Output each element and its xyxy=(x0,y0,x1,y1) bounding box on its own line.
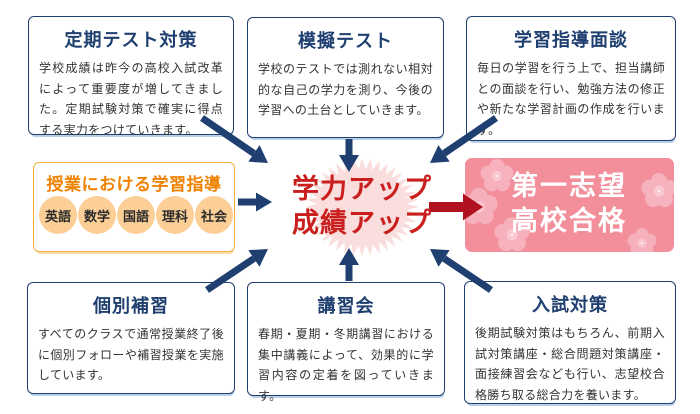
topic-title: 講習会 xyxy=(317,296,375,316)
center-line1: 学力アップ xyxy=(292,174,432,205)
class-guidance-box: 授業における学習指導 英語 数学 国語 理科 社会 xyxy=(33,162,235,252)
goal-line1: 第一志望 xyxy=(511,171,627,202)
center-result-text: 学力アップ 成績アップ xyxy=(262,173,462,241)
topic-title: 入試対策 xyxy=(532,295,608,315)
topic-title: 定期テスト対策 xyxy=(64,30,198,50)
topic-body: 毎日の学習を行う上で、担当講師との面談を行い、勉強方法の修正や新たな学習計画の作… xyxy=(477,61,665,137)
arrow-head xyxy=(430,145,450,163)
topic-body: 学校のテストでは測れない相対的な自己の学力を測り、今後の学習への土台としていきま… xyxy=(258,62,433,118)
topic-title: 模擬テスト xyxy=(298,31,393,51)
subject-badge: 英語 xyxy=(39,196,77,234)
topic-body: 学校成績は昨今の高校入試改革によって重要度が増してきました。定期試験対策で確実に… xyxy=(39,61,223,137)
sakura-icon xyxy=(480,159,514,192)
topic-box-exam-prep: 入試対策 後期試験対策はもちろん、前期入試対策講座・総合問題対策講座・面接練習会… xyxy=(464,281,676,404)
topic-body: 後期試験対策はもちろん、前期入試対策講座・総合問題対策講座・面接練習会なども行い… xyxy=(475,326,665,402)
sakura-icon xyxy=(494,216,530,252)
center-line2: 成績アップ xyxy=(292,208,432,239)
topic-box-mock-test: 模擬テスト 学校のテストでは測れない相対的な自己の学力を測り、今後の学習への土台… xyxy=(247,17,444,138)
topic-box-seminars: 講習会 春期・夏期・冬期講習における集中講義によって、効果的に学習内容の定着を図… xyxy=(247,282,445,403)
arrow-head xyxy=(248,249,268,267)
topic-body: 春期・夏期・冬期講習における集中講義によって、効果的に学習内容の定着を図っていき… xyxy=(258,327,434,403)
topic-body: すべてのクラスで通常授業終了後に個別フォローや補習授業を実施しています。 xyxy=(38,327,224,383)
goal-line2: 高校合格 xyxy=(511,206,627,237)
subject-badge: 理科 xyxy=(156,196,194,234)
topic-box-guidance-interview: 学習指導面談 毎日の学習を行う上で、担当講師との面談を行い、勉強方法の修正や新た… xyxy=(466,16,676,141)
goal-text: 第一志望 高校合格 xyxy=(511,169,627,239)
subject-badges: 英語 数学 国語 理科 社会 xyxy=(39,196,233,234)
sakura-icon xyxy=(465,187,498,225)
arrow-head xyxy=(339,155,359,172)
goal-box: 第一志望 高校合格 xyxy=(465,158,674,252)
topic-title: 学習指導面談 xyxy=(514,30,628,50)
sakura-icon xyxy=(641,172,674,208)
arrow-head xyxy=(339,248,359,265)
subject-badge: 国語 xyxy=(117,196,155,234)
subject-badge: 社会 xyxy=(195,196,233,234)
sakura-icon xyxy=(627,228,657,252)
subject-badge: 数学 xyxy=(78,196,116,234)
class-guidance-title: 授業における学習指導 xyxy=(46,175,222,194)
arrow-head xyxy=(430,249,450,267)
topic-box-regular-test: 定期テスト対策 学校成績は昨今の高校入試改革によって重要度が増してきました。定期… xyxy=(28,16,234,137)
topic-title: 個別補習 xyxy=(93,296,169,316)
arrow-head xyxy=(248,145,268,163)
topic-box-individual-lessons: 個別補習 すべてのクラスで通常授業終了後に個別フォローや補習授業を実施しています… xyxy=(27,282,235,394)
